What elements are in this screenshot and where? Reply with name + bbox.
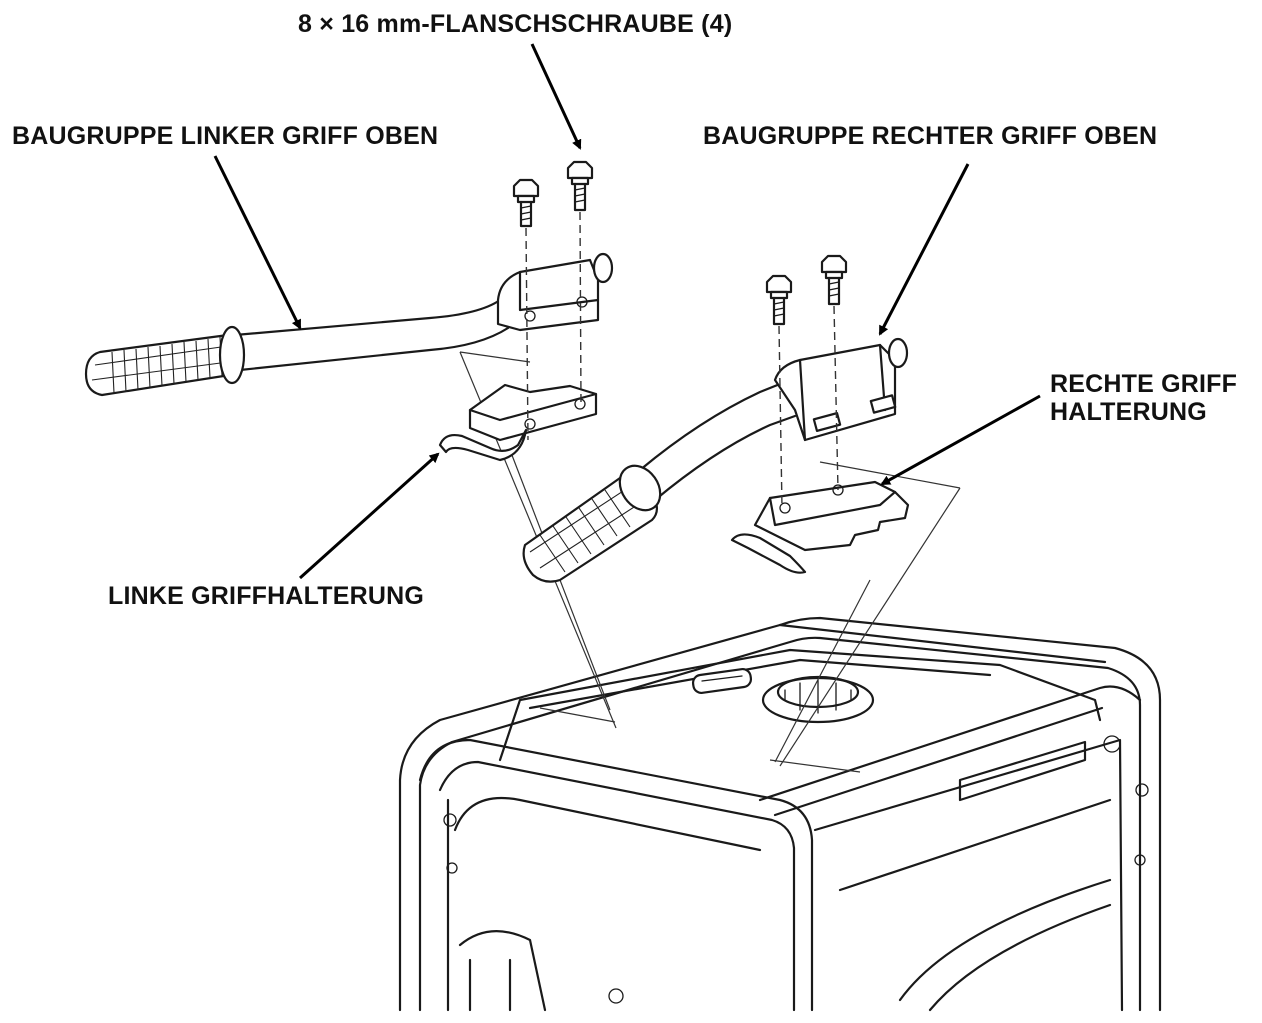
bolt-axes bbox=[525, 211, 839, 509]
bolt-2-left-inner bbox=[566, 160, 594, 212]
right-bracket-leader-arrow bbox=[880, 394, 1041, 486]
bolt-4-right-inner bbox=[820, 254, 848, 306]
right-bracket-label-line2: HALTERUNG bbox=[1050, 398, 1207, 426]
left-handle-leader-arrow bbox=[213, 155, 302, 330]
bolt-3-right-outer bbox=[765, 274, 793, 326]
left-handle-assembly bbox=[84, 252, 614, 397]
bolt-1-left-outer bbox=[512, 178, 540, 228]
left-bracket-label: LINKE GRIFFHALTERUNG bbox=[108, 582, 425, 610]
right-bracket bbox=[730, 480, 910, 574]
left-handle-label: BAUGRUPPE LINKER GRIFF OBEN bbox=[12, 122, 439, 150]
leader-lines bbox=[213, 43, 1041, 580]
screw-label: 8 × 16 mm-FLANSCHSCHRAUBE (4) bbox=[298, 10, 733, 38]
right-handle-leader-arrow bbox=[878, 163, 970, 336]
generator-body bbox=[398, 616, 1162, 1012]
screw-leader-arrow bbox=[530, 43, 582, 150]
right-handle-label: BAUGRUPPE RECHTER GRIFF OBEN bbox=[703, 122, 1158, 150]
right-bracket-label-line1: RECHTE GRIFF bbox=[1050, 370, 1238, 398]
left-bracket bbox=[438, 383, 598, 462]
left-bracket-leader-arrow bbox=[298, 452, 440, 580]
right-handle-assembly bbox=[522, 337, 909, 583]
